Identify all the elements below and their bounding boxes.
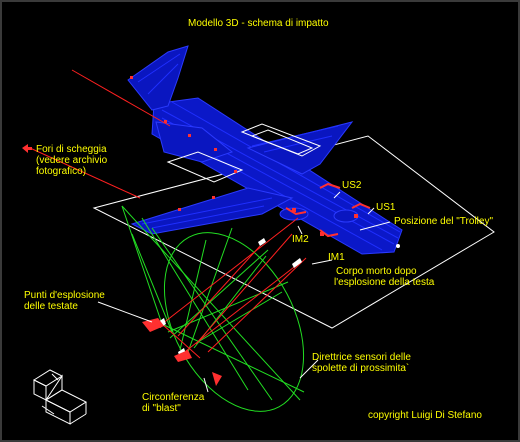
label-punti-1: Punti d'esplosione (24, 290, 105, 301)
label-leaders (97, 191, 400, 393)
label-corpo-2: l'esplosione della testa (334, 277, 435, 288)
us1-marker (351, 202, 371, 209)
label-us2: US2 (342, 180, 362, 191)
label-im2: IM2 (292, 234, 309, 245)
trajectory-lines (29, 69, 307, 359)
label-circonferenza-1: Circonferenza (142, 392, 205, 403)
label-direttrice-1: Direttrice sensori delle (312, 352, 411, 363)
label-fori-1: Fori di scheggia (36, 144, 107, 155)
label-group: Fori di scheggia (vedere archivio fotogr… (24, 144, 493, 421)
label-im1: IM1 (328, 252, 345, 263)
label-trolley: Posizione del "Trolley" (394, 216, 493, 227)
axis-orientation-icon (32, 369, 88, 425)
diagram-title: Modello 3D - schema di impatto (188, 18, 329, 29)
fori-arrow-icon (22, 144, 32, 153)
label-direttrice-2: spolette di prossimita` (312, 362, 409, 374)
explosion-points (142, 318, 222, 386)
aircraft-wireframe (127, 45, 403, 255)
label-circonferenza-2: di "blast" (142, 403, 181, 414)
label-punti-2: delle testate (24, 301, 78, 312)
label-fori-3: fotografico) (36, 166, 86, 177)
us2-marker (319, 182, 341, 189)
label-corpo-1: Corpo morto dopo (336, 266, 417, 277)
label-us1: US1 (376, 202, 396, 213)
im-markers (285, 207, 339, 238)
label-fori-2: (vedere archivio (36, 155, 108, 166)
shrapnel-holes (130, 76, 358, 236)
cabin-outline (166, 123, 322, 183)
copyright-text: copyright Luigi Di Stefano (368, 410, 482, 421)
